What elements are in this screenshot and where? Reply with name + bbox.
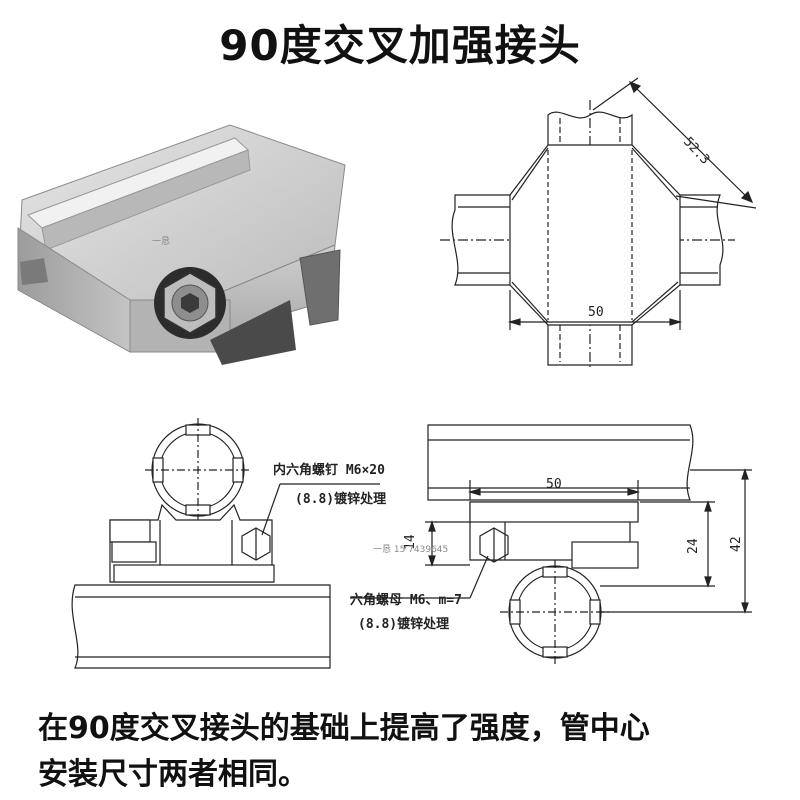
page-title: 90度交叉加强接头 [219,21,581,70]
screw-label-line2: (8.8)镀锌处理 [295,491,386,507]
top-view-drawing [440,77,757,370]
watermark-drawing: 一恳 15 7439645 [373,544,448,555]
screw-label-line1: 内六角螺钉 M6×20 [273,462,385,478]
product-photo: 一恳 [17,124,346,365]
caption-line1: 在90度交叉接头的基础上提高了强度，管中心 [38,711,650,746]
dim-width-side-label: 50 [546,477,562,492]
dim-width-top-label: 50 [588,305,604,320]
caption-line2: 安装尺寸两者相同。 [38,757,308,792]
caption: 在90度交叉接头的基础上提高了强度，管中心 安装尺寸两者相同。 [38,706,778,798]
dim-24-label: 24 [686,538,701,554]
watermark-photo: 一恳 [152,236,170,247]
side-view-right-drawing [350,424,752,665]
dim-diagonal-label: 52.3 [680,134,712,167]
dim-14-label: 14 [403,534,418,550]
nut-label-line2: (8.8)镀锌处理 [358,616,449,632]
dim-42-label: 42 [729,536,744,552]
nut-label-line1: 六角螺母 M6、m=7 [350,592,462,608]
side-view-left-drawing [71,418,380,669]
